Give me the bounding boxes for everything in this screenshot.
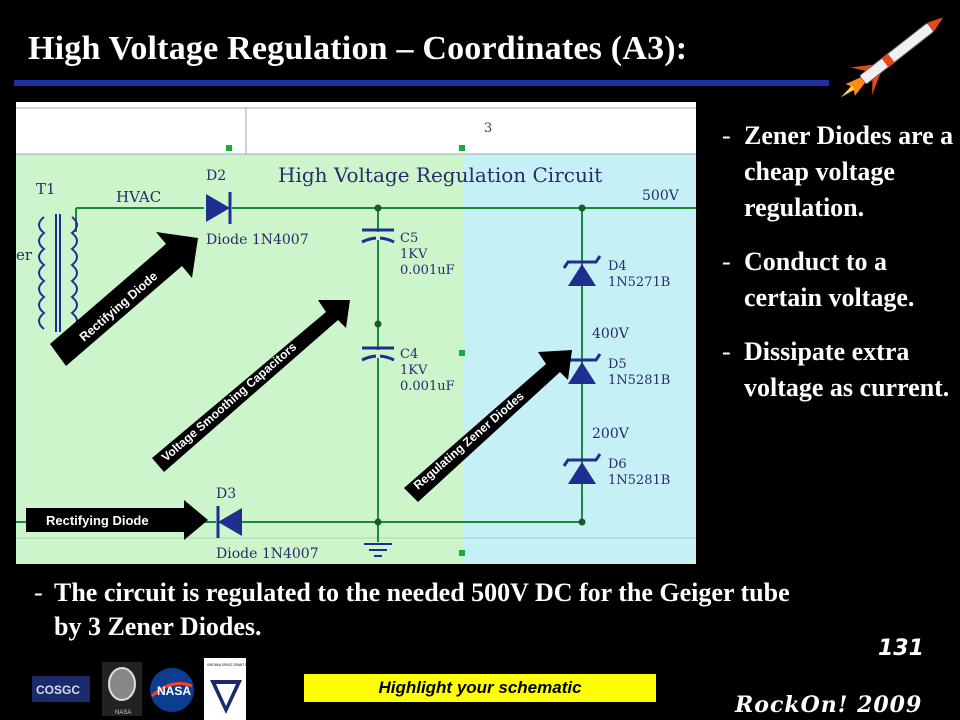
svg-text:NASA: NASA xyxy=(115,710,131,716)
vsgc-logo: VIRGINIA SPACE GRANT CONSORTIUM xyxy=(204,658,267,720)
vsgc-logo-text: VIRGINIA SPACE GRANT CONSORTIUM xyxy=(207,663,267,667)
bullet-dash: - xyxy=(722,121,731,150)
nasa-logo-text: NASA xyxy=(157,684,191,698)
voltage-200-label: 200V xyxy=(592,426,630,442)
schematic-image: 3 High Voltage Regulation Circuit xyxy=(16,102,696,564)
c5-voltage: 1KV xyxy=(400,247,428,262)
bullet-text: Conduct to a certain voltage. xyxy=(744,247,915,312)
d6-ref: D6 xyxy=(608,457,627,472)
d3-ref: D3 xyxy=(216,486,236,502)
bottom-bullet-text: The circuit is regulated to the needed 5… xyxy=(54,578,790,641)
bullet-dash: - xyxy=(722,247,731,276)
c4-value: 0.001uF xyxy=(400,379,455,394)
bullet-item: - Conduct to a certain voltage. xyxy=(722,244,958,316)
bullet-item: - Zener Diodes are a cheap voltage regul… xyxy=(722,118,958,226)
title-underline xyxy=(14,80,829,86)
d5-ref: D5 xyxy=(608,357,627,372)
cosgc-logo-text: COSGC xyxy=(36,683,80,697)
bullet-text: Zener Diodes are a cheap voltage regulat… xyxy=(744,121,954,222)
transformer-label: T1 xyxy=(36,180,56,198)
nasa-logo: NASA xyxy=(150,668,194,712)
c4-voltage: 1KV xyxy=(400,363,428,378)
footer-brand: RockOn! 2009 xyxy=(735,692,923,718)
bell-logo: NASA xyxy=(102,662,142,716)
d6-part: 1N5281B xyxy=(608,473,670,488)
rectifying-diode-bottom-label: Rectifying Diode xyxy=(46,513,149,528)
circuit-title: High Voltage Regulation Circuit xyxy=(278,163,602,187)
d2-ref: D2 xyxy=(206,168,226,184)
sponsor-logos: COSGC NASA NASA VIRGINIA SPACE GRANT CON… xyxy=(32,658,267,720)
bullet-item: - Dissipate extra voltage as current. xyxy=(722,334,958,406)
transformer-partial-label: er xyxy=(16,246,33,264)
c5-ref: C5 xyxy=(400,231,418,246)
d5-part: 1N5281B xyxy=(608,373,670,388)
c4-ref: C4 xyxy=(400,347,418,362)
hvac-label: HVAC xyxy=(116,188,161,206)
page-number: 131 xyxy=(878,636,924,661)
bullet-dash: - xyxy=(34,578,43,607)
voltage-500-label: 500V xyxy=(642,188,680,204)
d3-part: Diode 1N4007 xyxy=(216,546,319,562)
grid-label: 3 xyxy=(484,121,492,136)
bullet-text: Dissipate extra voltage as current. xyxy=(744,337,950,402)
rocket-icon xyxy=(840,17,944,98)
c5-value: 0.001uF xyxy=(400,263,455,278)
cosgc-logo: COSGC xyxy=(32,676,90,702)
d2-part: Diode 1N4007 xyxy=(206,232,309,248)
slide-title: High Voltage Regulation – Coordinates (A… xyxy=(28,30,688,67)
bottom-bullet: - The circuit is regulated to the needed… xyxy=(34,576,814,644)
right-bullets: - Zener Diodes are a cheap voltage regul… xyxy=(722,118,958,424)
d4-ref: D4 xyxy=(608,259,627,274)
d4-part: 1N5271B xyxy=(608,275,670,290)
rectifying-diode-bottom-arrow: Rectifying Diode xyxy=(26,500,208,540)
bullet-dash: - xyxy=(722,337,731,366)
highlight-banner: Highlight your schematic xyxy=(304,674,656,702)
voltage-400-label: 400V xyxy=(592,326,630,342)
